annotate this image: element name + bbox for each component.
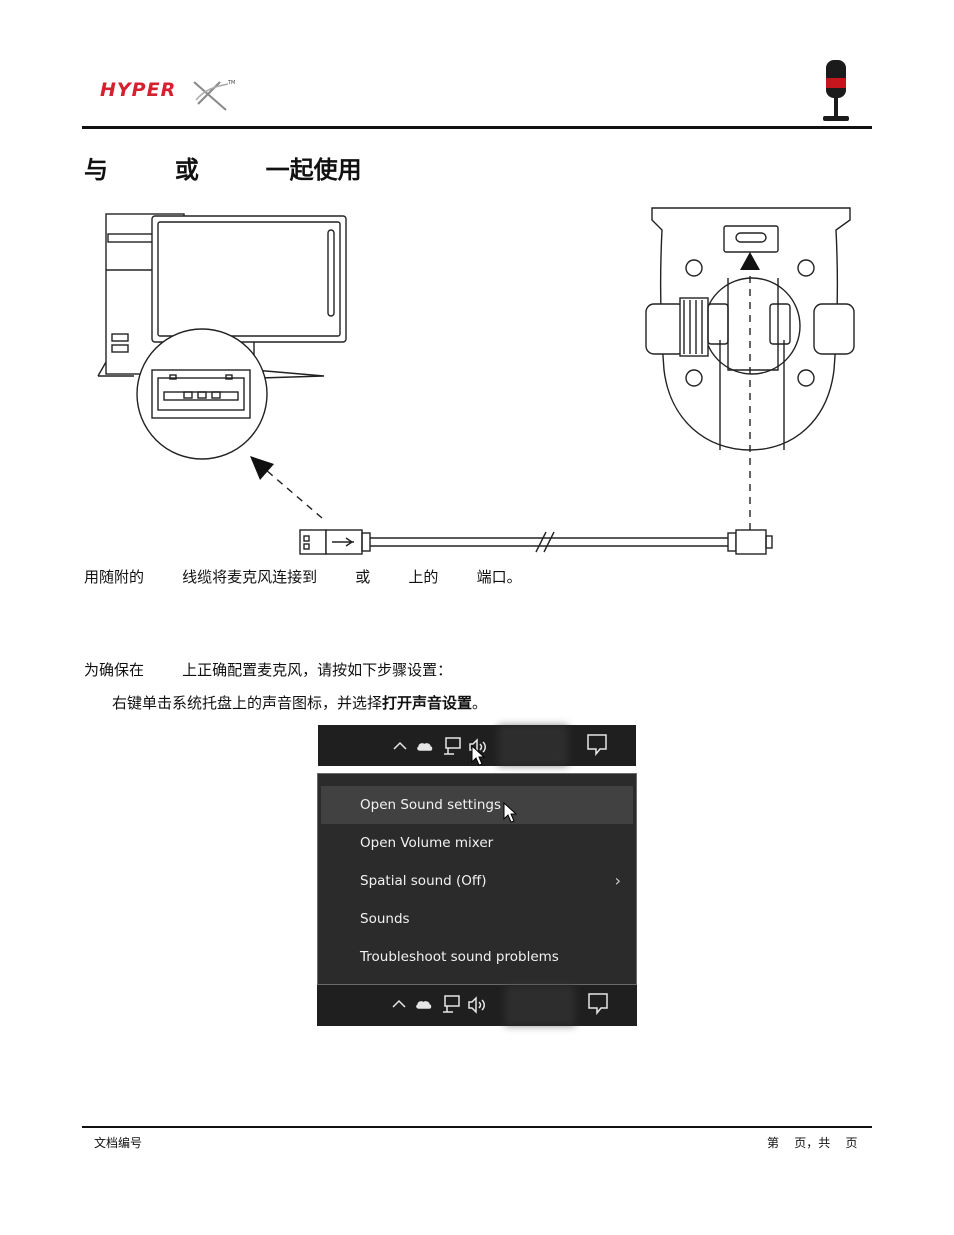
illustration-caption: 用随附的 线缆将麦克风连接到 或 上的 端口。 [84, 568, 522, 586]
cloud-icon [416, 1001, 432, 1009]
step-1-period: 。 [472, 694, 488, 712]
menu-item-label: Troubleshoot sound problems [360, 949, 559, 965]
arrow-to-usb-c-port-icon [740, 252, 760, 530]
menu-item-troubleshoot[interactable]: Troubleshoot sound problems [321, 938, 633, 976]
menu-item-spatial-sound[interactable]: Spatial sound (Off) › [321, 862, 633, 900]
network-icon [443, 995, 460, 1013]
menu-item-label: Open Volume mixer [360, 835, 494, 851]
menu-item-label: Sounds [360, 911, 410, 927]
taskbar-tray-bottom [317, 985, 637, 1026]
arrow-to-usb-port-icon [250, 456, 323, 519]
chevron-up-icon [393, 741, 407, 750]
action-center-icon [588, 993, 608, 1016]
step-1-text: 右键单击系统托盘上的声音图标，并选择打开声音设置。 [112, 693, 487, 713]
menu-item-label: Open Sound settings [360, 797, 501, 813]
header-divider [82, 126, 872, 129]
hyperx-logo: HYPER TM [98, 74, 238, 118]
network-icon [444, 737, 461, 755]
action-center-icon [587, 734, 607, 757]
usb-cable-icon [299, 529, 773, 555]
menu-item-open-sound-settings[interactable]: Open Sound settings [321, 786, 633, 824]
usb-a-port-zoom-icon [136, 328, 268, 460]
page-info: 第 页，共 页 [767, 1136, 858, 1150]
monitor-icon [98, 215, 347, 379]
mouse-cursor-icon [503, 802, 518, 823]
speaker-icon [468, 996, 485, 1014]
blurred-clock-area [498, 725, 568, 766]
microphone-icon [818, 58, 854, 124]
step-1-bold-option: 打开声音设置 [382, 694, 473, 712]
footer-divider [82, 1126, 872, 1128]
svg-text:TM: TM [227, 80, 235, 86]
mouse-cursor-icon [471, 745, 486, 766]
document-number: 文档编号 [94, 1136, 143, 1150]
cloud-icon [417, 743, 433, 751]
menu-item-label: Spatial sound (Off) [360, 873, 487, 889]
section-title: 与 或 一起使用 [84, 156, 362, 184]
svg-text:HYPER: HYPER [100, 79, 176, 101]
blurred-clock-area [505, 985, 575, 1026]
setup-intro-text: 为确保在 上正确配置麦克风，请按如下步骤设置： [84, 661, 453, 679]
step-1-instruction: 右键单击系统托盘上的声音图标，并选择 [112, 694, 383, 712]
microphone-rear-view-icon [645, 207, 855, 451]
chevron-right-icon: › [614, 871, 621, 890]
chevron-up-icon [392, 999, 406, 1008]
menu-item-sounds[interactable]: Sounds [321, 900, 633, 938]
connection-illustration [94, 200, 874, 565]
sound-context-menu: Open Sound settings Open Volume mixer Sp… [317, 773, 637, 985]
taskbar-tray-top [318, 725, 636, 766]
menu-item-open-volume-mixer[interactable]: Open Volume mixer [321, 824, 633, 862]
